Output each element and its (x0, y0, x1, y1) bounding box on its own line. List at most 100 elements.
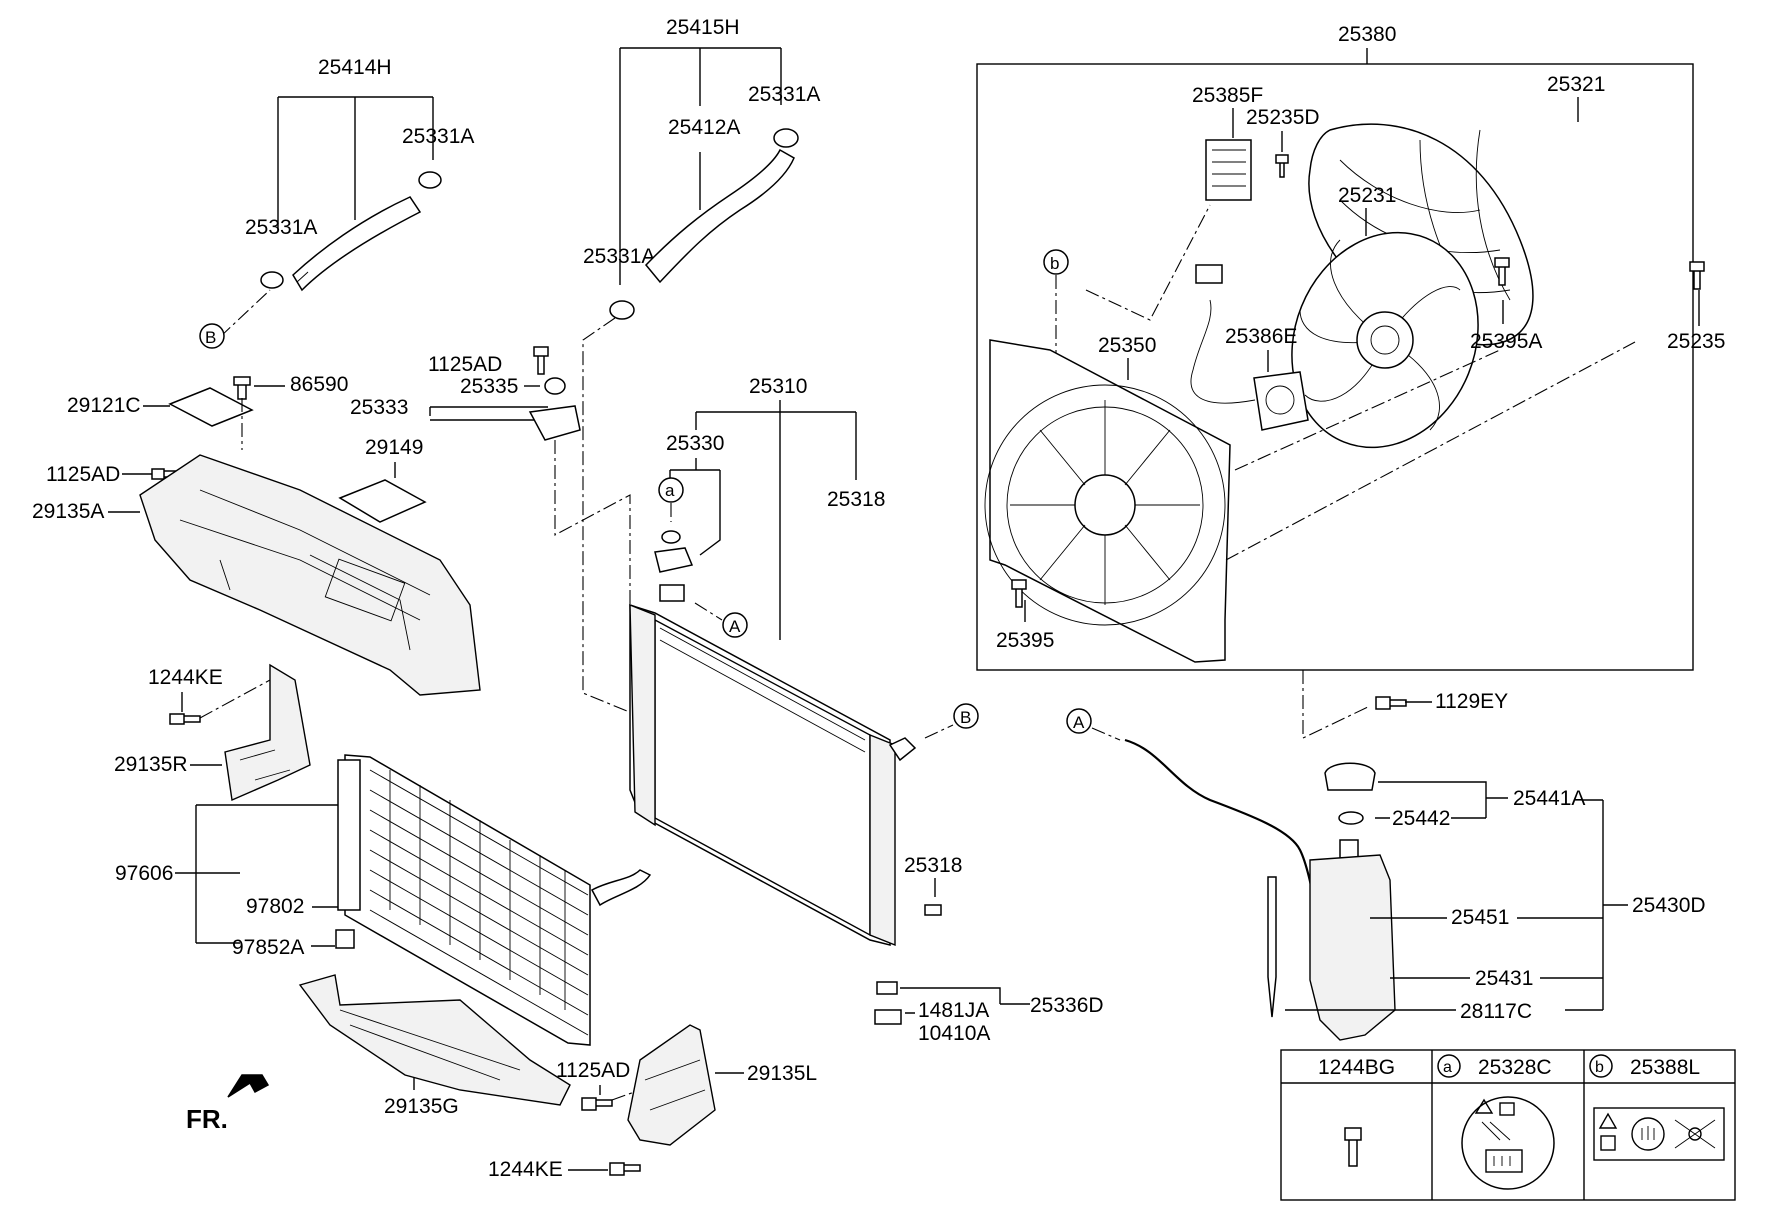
label-97606[interactable]: 97606 (115, 862, 173, 885)
marker-A-reservoir-text: A (1073, 713, 1085, 732)
radiator-left-tank (629, 603, 656, 827)
fan-hub (1356, 311, 1414, 369)
legend-col2-marker: a (1443, 1059, 1452, 1076)
label-25386E[interactable]: 25386E (1225, 325, 1297, 348)
label-25415H[interactable]: 25415H (666, 16, 740, 39)
label-29135R[interactable]: 29135R (114, 753, 188, 776)
reservoir-cap (1324, 762, 1376, 791)
label-25412A[interactable]: 25412A (668, 116, 740, 139)
motor-wire (1190, 299, 1256, 404)
label-25380[interactable]: 25380 (1338, 23, 1396, 46)
label-29135L[interactable]: 29135L (747, 1062, 817, 1085)
label-1244KE-bottom[interactable]: 1244KE (488, 1158, 563, 1181)
label-25395[interactable]: 25395 (996, 629, 1054, 652)
bolt (533, 346, 549, 375)
label-28117C[interactable]: 28117C (1460, 1000, 1532, 1023)
hose-clamp (609, 300, 635, 320)
legend-col3-marker: b (1595, 1059, 1604, 1076)
label-plate-29149 (338, 479, 427, 523)
screw (1011, 579, 1027, 608)
ac-pipe (590, 869, 652, 907)
radiator-group: 25310 25330 25318 a A B 25318 1481JA 104… (629, 375, 1104, 1045)
air-guard-right (224, 663, 311, 802)
label-1125AD-top[interactable]: 1125AD (428, 353, 502, 376)
condenser (344, 754, 591, 1046)
label-25231[interactable]: 25231 (1338, 184, 1396, 207)
label-25235D[interactable]: 25235D (1246, 106, 1320, 129)
reservoir-tank (1309, 854, 1396, 1041)
hose-clamp (418, 171, 442, 189)
label-25350[interactable]: 25350 (1098, 334, 1156, 357)
radiator-core (629, 603, 891, 946)
fan-guard (1308, 123, 1534, 346)
marker-b-shroud-text: b (1050, 254, 1059, 273)
resistor-module (1205, 139, 1252, 201)
label-25235[interactable]: 25235 (1667, 330, 1725, 353)
label-25331A-upper-left[interactable]: 25331A (245, 216, 317, 239)
clip (233, 376, 251, 400)
label-25331A-lower-left[interactable]: 25331A (583, 245, 655, 268)
marker-A-radiator-text: A (729, 617, 741, 636)
label-10410A[interactable]: 10410A (918, 1022, 990, 1045)
lower-hose-group: 25415H 25331A 25412A 25331A (582, 16, 820, 744)
label-25395A[interactable]: 25395A (1470, 330, 1542, 353)
label-97852A[interactable]: 97852A (232, 936, 304, 959)
label-25321[interactable]: 25321 (1547, 73, 1605, 96)
legend-col2-label: 25328C (1478, 1056, 1552, 1079)
label-29121C[interactable]: 29121C (67, 394, 141, 417)
bolt (169, 713, 201, 725)
label-25331A-lower-top[interactable]: 25331A (748, 83, 820, 106)
legend-col1-label: 1244BG (1318, 1056, 1395, 1079)
upper-hose-group: 25414H 25331A 25331A B (199, 56, 474, 349)
label-86590[interactable]: 86590 (290, 373, 348, 396)
label-29135G[interactable]: 29135G (384, 1095, 459, 1118)
cap-seal (661, 530, 681, 544)
label-1125AD-bottom[interactable]: 1125AD (556, 1059, 630, 1082)
label-25451[interactable]: 25451 (1451, 906, 1509, 929)
drier-cap (335, 929, 355, 949)
label-29135A[interactable]: 29135A (32, 500, 104, 523)
upper-hose (292, 196, 422, 292)
air-guard-lower (298, 974, 571, 1106)
hose-clamp (773, 128, 799, 148)
screw (1689, 261, 1705, 290)
bolt (581, 1097, 613, 1111)
label-25441A[interactable]: 25441A (1513, 787, 1585, 810)
label-25318-right[interactable]: 25318 (904, 854, 962, 877)
label-25431[interactable]: 25431 (1475, 967, 1533, 990)
bracket (528, 405, 581, 441)
drain-plug (924, 904, 942, 916)
label-25430D[interactable]: 25430D (1632, 894, 1706, 917)
label-25330[interactable]: 25330 (666, 432, 724, 455)
bolt (1375, 696, 1407, 710)
air-guard-group: 1125AD 86590 29121C 25335 25333 29149 11… (32, 346, 631, 696)
grommet (544, 377, 566, 395)
marker-B-radiator (953, 703, 979, 729)
label-25318-top[interactable]: 25318 (827, 488, 885, 511)
lower-hose (644, 148, 795, 284)
marker-B-left-text: B (205, 328, 216, 347)
marker-A-radiator (722, 612, 748, 638)
label-25310[interactable]: 25310 (749, 375, 807, 398)
label-1244KE-top[interactable]: 1244KE (148, 666, 223, 689)
fan-warning-label-icon (1593, 1107, 1725, 1161)
marker-a-radiator (658, 477, 684, 503)
label-25336D[interactable]: 25336D (1030, 994, 1104, 1017)
label-1125AD-left[interactable]: 1125AD (46, 463, 120, 486)
label-25442[interactable]: 25442 (1392, 807, 1450, 830)
label-25385F[interactable]: 25385F (1192, 84, 1263, 107)
bushing-upper (876, 981, 898, 995)
label-25333[interactable]: 25333 (350, 396, 408, 419)
label-1481JA[interactable]: 1481JA (918, 999, 989, 1022)
reservoir-group: 1129EY A 25441A 25442 25430D 25451 25431… (1066, 670, 1706, 1041)
label-25335[interactable]: 25335 (460, 375, 518, 398)
label-97802[interactable]: 97802 (246, 895, 304, 918)
screw (1494, 257, 1510, 286)
label-29149[interactable]: 29149 (365, 436, 423, 459)
label-25414H[interactable]: 25414H (318, 56, 392, 79)
label-plate (168, 387, 254, 427)
bushing-lower (874, 1009, 902, 1025)
label-1129EY[interactable]: 1129EY (1435, 690, 1508, 713)
label-25331A-upper-right[interactable]: 25331A (402, 125, 474, 148)
